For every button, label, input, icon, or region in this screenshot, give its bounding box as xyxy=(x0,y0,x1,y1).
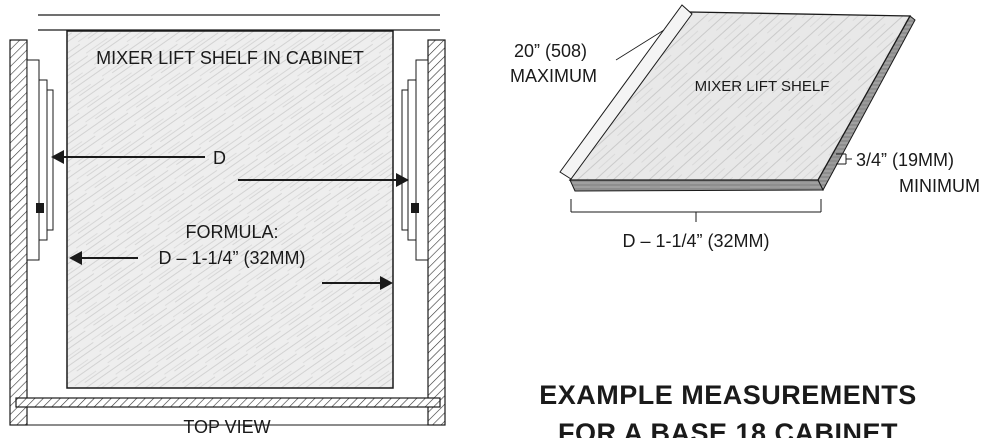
formula-label: FORMULA: xyxy=(185,222,278,242)
example-heading: EXAMPLE MEASUREMENTS FOR A BASE 18 CABIN… xyxy=(539,380,917,438)
cabinet-front-rail xyxy=(15,397,441,408)
right-cabinet-wall xyxy=(427,39,446,426)
max-leader-line xyxy=(615,29,665,61)
mixer-lift-shelf-top-view xyxy=(66,30,394,389)
thickness-value: 3/4” (19MM) xyxy=(856,150,954,170)
formula-dimension-arrows xyxy=(69,251,393,290)
shelf-label: MIXER LIFT SHELF xyxy=(695,78,830,95)
d-dimension-arrows xyxy=(51,150,409,187)
max-word: MAXIMUM xyxy=(510,66,597,86)
width-label: D – 1-1/4” (32MM) xyxy=(622,231,769,251)
top-view-label: TOP VIEW xyxy=(183,417,270,437)
d-label: D xyxy=(213,148,226,168)
left-lift-mechanism xyxy=(26,59,54,261)
width-dimension-bracket xyxy=(570,199,822,222)
left-cabinet-wall xyxy=(9,39,28,426)
shelf-perspective-view: 20” (508) MAXIMUM MIXER LIFT SHELF 3/4” … xyxy=(510,4,980,251)
formula-value: D – 1-1/4” (32MM) xyxy=(158,248,305,268)
heading-line-1: EXAMPLE MEASUREMENTS xyxy=(539,380,917,410)
top-view: MIXER LIFT SHELF IN CABINET D FORMULA: D… xyxy=(9,14,446,437)
max-value: 20” (508) xyxy=(514,41,587,61)
thickness-indicator xyxy=(836,153,852,165)
right-lift-mechanism xyxy=(401,59,429,261)
shelf-in-cabinet-label: MIXER LIFT SHELF IN CABINET xyxy=(96,48,364,68)
shelf-back-lip xyxy=(559,4,693,180)
thickness-word: MINIMUM xyxy=(899,176,980,196)
heading-line-2: FOR A BASE 18 CABINET xyxy=(558,418,898,438)
shelf-front-edge xyxy=(569,179,824,192)
